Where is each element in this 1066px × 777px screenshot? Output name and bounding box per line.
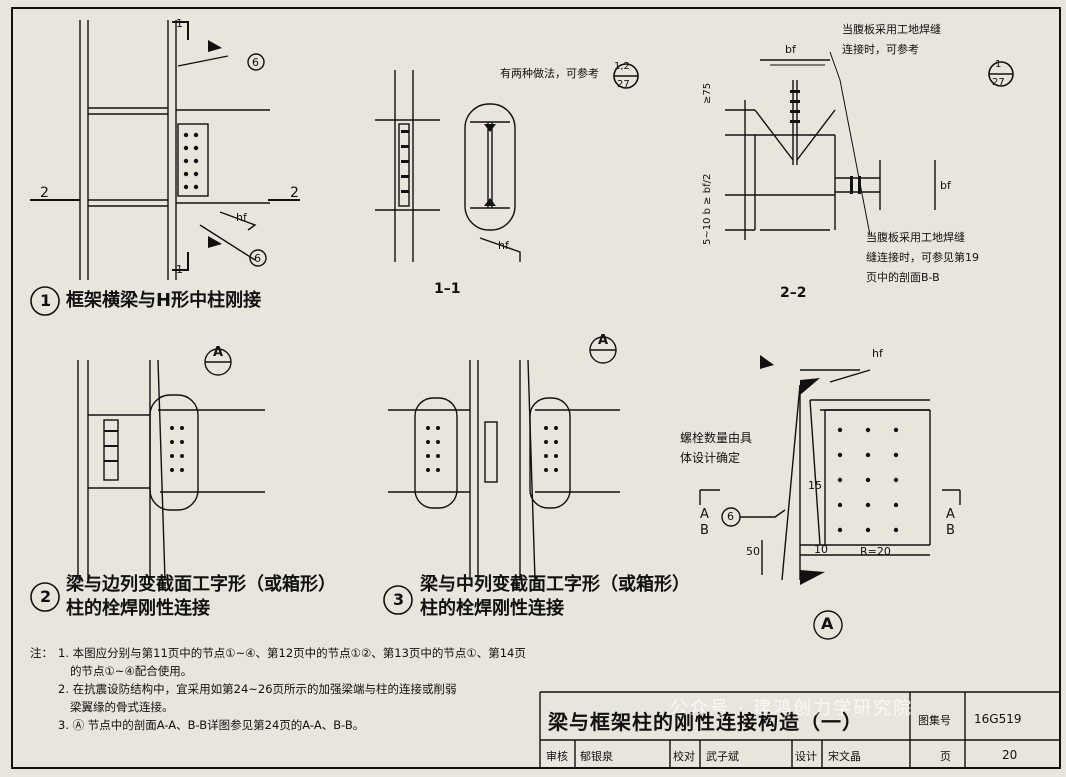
section-2-2-drawing [725, 51, 936, 240]
note-2b: 梁翼缘的骨式连接。 [70, 700, 174, 714]
detail-a-sec-right: B [946, 523, 955, 538]
section-1-1-title: 1–1 [434, 281, 461, 297]
reviewer-name: 郁银泉 [580, 750, 613, 763]
design-label: 设计 [795, 750, 817, 763]
detail-1-drawing [30, 20, 300, 280]
section-1-1-ref-bottom: 27 [617, 79, 630, 90]
section-2-2-dim-75: ≥75 [702, 82, 713, 104]
detail-3-caption-1: 梁与中列变截面工字形（或箱形） [420, 574, 690, 595]
section-2-2-title: 2–2 [780, 285, 807, 301]
review-label: 审核 [546, 750, 568, 763]
checker-name: 武子斌 [706, 750, 739, 763]
detail-1-caption: 框架横梁与H形中柱刚接 [66, 290, 262, 311]
detail-1-section-2-right: 2 [290, 185, 299, 201]
title-block-lines [539, 691, 1060, 768]
detail-2-caption-1: 梁与边列变截面工字形（或箱形） [66, 574, 336, 595]
detail-a-callout: 6 [727, 510, 734, 523]
drawing-title: 梁与框架柱的刚性连接构造（一） [548, 710, 863, 734]
detail-a-label: A [821, 614, 834, 633]
notes-label: 注： [30, 646, 53, 660]
detail-1-callout-top: 6 [252, 56, 259, 69]
section-1-1-ref-top: 1,2 [614, 61, 630, 72]
detail-a-arrow-right: A [946, 507, 955, 522]
detail-2-callout: A [213, 345, 224, 360]
detail-1-callout-bottom: 6 [254, 252, 261, 265]
detail-3-caption-2: 柱的栓焊刚性连接 [420, 598, 564, 619]
section-2-2-bf-right: bf [940, 179, 951, 192]
detail-a-bolt-note-1: 螺栓数量由具 [680, 431, 753, 445]
detail-a-arrow-left: A [700, 507, 709, 522]
watermark: 公众号 · 建鸿创力学研究院 [670, 698, 914, 719]
detail-a-sec-left: B [700, 523, 709, 538]
page-label: 页 [940, 750, 951, 763]
section-1-1-drawing [375, 70, 521, 262]
detail-1-section-label-bottom: 1 [176, 263, 183, 276]
section-2-2-dim-mid: 5~10 b ≥ bf/2 [702, 173, 713, 245]
note-1b: 的节点①~④配合使用。 [70, 664, 193, 678]
atlas-number: 16G519 [974, 712, 1022, 726]
detail-3-number: 3 [393, 590, 405, 609]
section-2-2-bf-top: bf [785, 43, 796, 56]
page-number: 20 [1002, 748, 1018, 762]
detail-3-callout: A [598, 333, 609, 348]
detail-1-section-label-top: 1 [176, 17, 183, 30]
detail-2-number: 2 [40, 587, 52, 606]
detail-2-drawing [77, 359, 265, 581]
detail-1-section-2-left: 2 [40, 185, 49, 201]
detail-a-hf: hf [872, 347, 883, 360]
section-2-2-note-bot-1: 当腹板采用工地焊缝 [866, 231, 965, 244]
note-3: 3. Ⓐ 节点中的剖面A-A、B-B详图参见第24页的A-A、B-B。 [58, 718, 365, 732]
detail-2-caption-2: 柱的栓焊刚性连接 [66, 598, 210, 619]
detail-3-drawing [388, 359, 620, 581]
note-1a: 1. 本图应分别与第11页中的节点①~④、第12页中的节点①②、第13页中的节点… [58, 646, 526, 660]
section-2-2-note-top-2: 连接时，可参考 [842, 43, 919, 56]
section-2-2-note-bot-2: 缝连接时，可参见第19 [866, 251, 979, 264]
designer-name: 宋文晶 [828, 750, 861, 763]
detail-a-dim-50: 50 [746, 545, 760, 558]
section-1-1-hf: hf [498, 239, 509, 252]
section-2-2-note-top-1: 当腹板采用工地焊缝 [842, 23, 941, 36]
detail-a-dim-10: 10 [814, 543, 828, 556]
detail-1-hf: hf [236, 211, 247, 224]
atlas-label: 图集号 [918, 714, 951, 727]
detail-a-radius: R=20 [860, 545, 891, 558]
detail-a-drawing [699, 369, 961, 640]
note-2a: 2. 在抗震设防结构中，宜采用如第24~26页所示的加强梁端与柱的连接或削弱 [58, 682, 457, 696]
section-1-1-note: 有两种做法，可参考 [500, 67, 599, 80]
check-label: 校对 [673, 750, 695, 763]
title-block: 梁与框架柱的刚性连接构造（一） 图集号 16G519 审核 郁银泉 校对 武子斌… [540, 692, 1060, 774]
detail-a-bolt-note-2: 体设计确定 [680, 451, 741, 465]
section-2-2-note-bot-3: 页中的剖面B-B [866, 271, 940, 284]
detail-1-number: 1 [40, 291, 52, 310]
section-2-2-ref-bottom: 27 [992, 77, 1005, 88]
section-2-2-ref-top: 1 [995, 59, 1002, 70]
detail-a-dim-15: 15 [808, 479, 822, 492]
